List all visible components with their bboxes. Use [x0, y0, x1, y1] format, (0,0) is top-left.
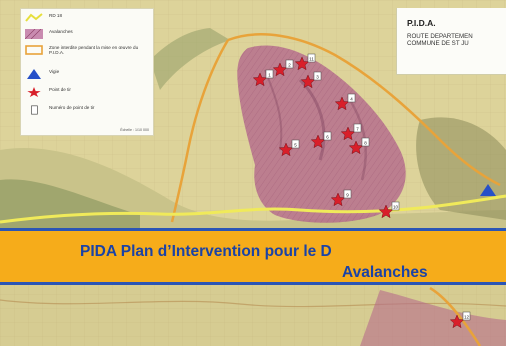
- point-number-label: 7: [356, 126, 359, 131]
- point-number-label: 1: [268, 72, 271, 77]
- point-number-box: [391, 201, 400, 211]
- firing-point-star[interactable]: [449, 314, 465, 329]
- firing-point-star[interactable]: [340, 126, 356, 141]
- firing-point-star[interactable]: [310, 134, 326, 149]
- point-number-box: [307, 53, 316, 63]
- legend-item-lookout: Vigie: [25, 69, 151, 79]
- legend-label: Numéro de point de tir: [49, 105, 95, 110]
- banner-line-2: Avalanches: [342, 264, 428, 281]
- banner-line-1: PIDA Plan d’Intervention pour le D: [80, 243, 332, 260]
- firing-point-star[interactable]: [272, 62, 288, 77]
- legend-label: RD 18: [49, 13, 63, 18]
- legend-label: Avalanches: [49, 29, 73, 34]
- point-number-icon: [31, 105, 38, 115]
- point-number-box: [291, 139, 300, 149]
- pida-title-box: P.I.D.A. ROUTE DEPARTEMEN COMMUNE DE ST …: [396, 8, 506, 75]
- map-scale: Échelle : 1/10 000: [120, 128, 149, 132]
- point-number-label: 8: [364, 140, 367, 145]
- point-number-label: 2: [288, 62, 291, 67]
- firing-point-star-icon: [27, 87, 41, 97]
- lookout-triangle-icon: [27, 69, 41, 79]
- point-number-box: [347, 93, 356, 103]
- map-legend: RD 18 Avalanches Zone interdite pendant …: [20, 8, 154, 136]
- point-number-box: [353, 123, 362, 133]
- point-number-label: 5: [294, 142, 297, 147]
- firing-point-star[interactable]: [300, 74, 316, 89]
- firing-point-star[interactable]: [294, 56, 310, 71]
- road-rd18: [0, 194, 506, 224]
- point-number-label: 3: [316, 74, 319, 79]
- point-number-label: 10: [393, 204, 399, 209]
- road-line-icon: [25, 13, 43, 22]
- restricted-zone-icon: [25, 45, 43, 55]
- restricted-zone-outline: [170, 33, 501, 223]
- lookout-marker[interactable]: [480, 184, 496, 196]
- firing-point-star[interactable]: [278, 142, 294, 157]
- firing-point-star[interactable]: [378, 204, 394, 219]
- point-number-label: 6: [326, 134, 329, 139]
- legend-item-point-number: Numéro de point de tir: [25, 105, 151, 115]
- legend-item-road: RD 18: [25, 13, 151, 23]
- pida-subtitle-line-1: ROUTE DEPARTEMEN: [407, 33, 473, 40]
- valley-floor: [0, 148, 506, 228]
- legend-item-restricted-zone: Zone interdite pendant la mise en œuvre …: [25, 45, 151, 56]
- firing-point-star[interactable]: [348, 140, 364, 155]
- point-number-label: 4: [350, 96, 353, 101]
- firing-point-star[interactable]: [334, 96, 350, 111]
- point-number-box: [265, 69, 274, 79]
- firing-point-star[interactable]: [330, 192, 346, 207]
- point-number-box: [313, 71, 322, 81]
- legend-label: Point de tir: [49, 87, 71, 92]
- pida-subtitle-line-2: COMMUNE DE ST JU: [407, 40, 469, 48]
- point-number-label: 12: [464, 314, 470, 319]
- firing-point-star[interactable]: [252, 72, 268, 87]
- point-number-box: [285, 59, 294, 69]
- legend-label: Zone interdite pendant la mise en œuvre …: [49, 45, 139, 56]
- avalanche-area-icon: [25, 29, 43, 39]
- pida-title: P.I.D.A.: [407, 18, 436, 28]
- title-banner: PIDA Plan d’Intervention pour le D Avala…: [0, 228, 506, 285]
- point-number-label: 9: [346, 192, 349, 197]
- point-number-box: [361, 137, 370, 147]
- legend-item-firing-point: Point de tir: [25, 87, 151, 97]
- point-number-box: [343, 189, 352, 199]
- legend-item-avalanches: Avalanches: [25, 29, 151, 39]
- legend-label: Vigie: [49, 69, 60, 74]
- point-number-label: 11: [309, 56, 314, 61]
- point-number-box: [323, 131, 332, 141]
- point-number-box: [462, 311, 471, 321]
